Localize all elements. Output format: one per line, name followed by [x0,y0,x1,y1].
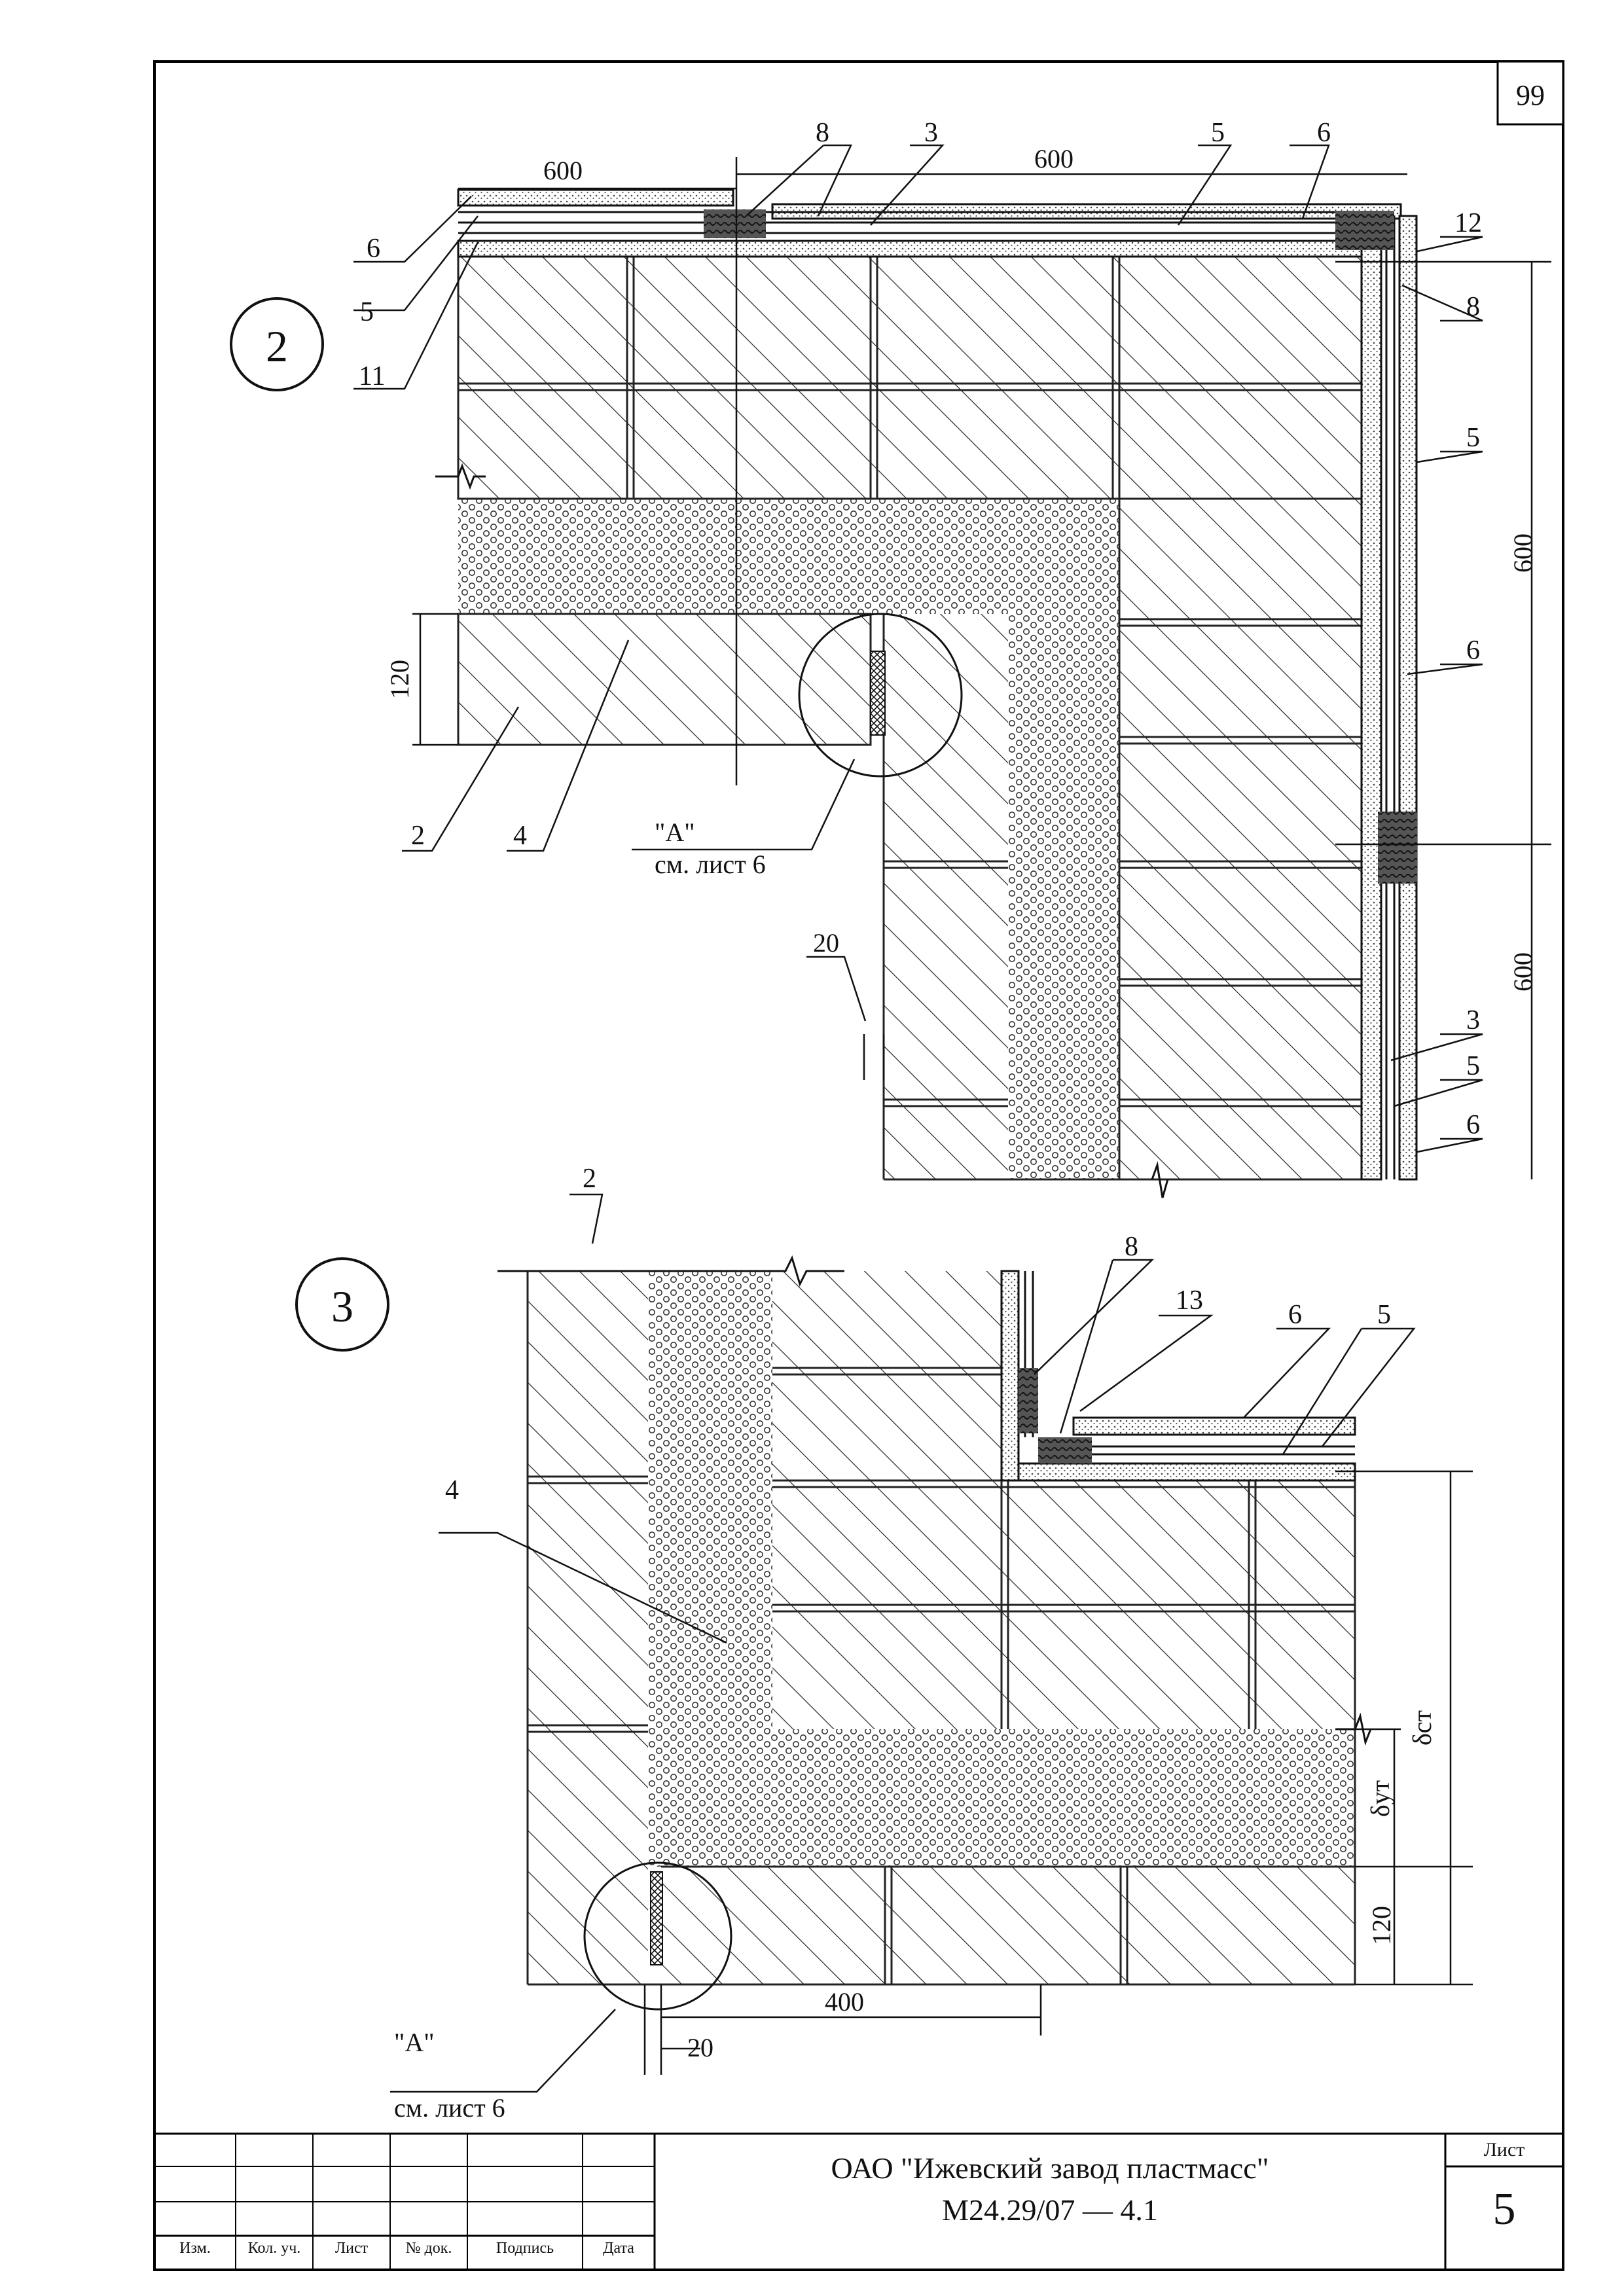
dim-right-upper: 600 [1508,533,1538,573]
callout-a-sheet: см. лист 6 [655,850,766,879]
label-5-right: 5 [1466,423,1480,453]
stamp-col-doc: № док. [405,2240,452,2257]
title-block [154,2132,1563,2270]
document-code: М24.29/07 — 4.1 [655,2193,1445,2227]
insulation-horizontal-3 [772,1729,1355,1867]
label-5-d3: 5 [1377,1300,1391,1330]
stamp-col-izm: Изм. [179,2240,211,2257]
wood-block-8 [704,209,766,238]
sheet-frame: 99 [153,60,1564,2271]
dim-right-lower: 600 [1508,952,1538,992]
label-5: 5 [360,297,374,327]
label-6: 6 [367,234,380,264]
facade-layers [457,188,1418,1181]
dim-lintel-120-3: 120 [1367,1906,1396,1945]
wood-block-corner [1335,211,1394,250]
label-6-bottom: 6 [1466,1110,1480,1140]
callout-a-ref-3: "А" [394,2028,435,2057]
masonry-left [528,1271,648,1984]
document-code-main: М24.29/07 [942,2193,1075,2227]
sheet-number: 5 [1492,2184,1516,2234]
detail-2: 2 600 600 600 600 120 20 "А" см. лист 6 [230,118,1551,1198]
masonry-right [1119,499,1362,1179]
masonry-inner [884,614,1008,1179]
label-8-d3: 8 [1125,1232,1138,1262]
masonry-top [458,257,1362,499]
label-11: 11 [359,361,385,391]
label-5-top: 5 [1211,118,1225,148]
stamp-col-date: Дата [603,2240,634,2257]
wood-block-vertical [1378,812,1417,884]
label-8: 8 [816,118,829,148]
detail-3-marker: 3 [331,1282,353,1331]
organization-name: ОАО "Ижевский завод пластмасс" [831,2151,1269,2185]
delta-insulation: δут [1365,1780,1395,1817]
dim-gap-20-3: 20 [687,2033,713,2062]
dim-top-left: 600 [543,156,583,185]
dim-top-right: 600 [1034,144,1074,173]
label-2: 2 [411,821,425,851]
callout-a-ref: "А" [655,817,695,847]
label-2-d3: 2 [583,1164,596,1194]
stamp-col-signature: Подпись [496,2240,554,2257]
page-number-box [1496,60,1564,126]
label-12: 12 [1454,208,1482,238]
dim-lintel-120: 120 [385,660,414,699]
label-6-top: 6 [1317,118,1331,148]
label-4-d3: 4 [445,1475,459,1505]
lintel-3 [661,1867,1355,1984]
delta-wall: δст [1407,1710,1437,1746]
facade-layers-3 [650,1270,1356,1965]
insulation-vertical [1008,614,1119,1179]
stamp-col-list: Лист [334,2240,369,2257]
lintel [458,614,871,745]
detail-2-marker: 2 [266,321,288,371]
mortar-joints [457,255,1363,1181]
insulation-horizontal [458,499,1119,614]
label-6-right: 6 [1466,636,1480,666]
label-6-d3: 6 [1288,1300,1302,1330]
callout-a-sheet-3: см. лист 6 [394,2093,505,2123]
label-4: 4 [513,821,527,851]
label-5-bottom: 5 [1466,1051,1480,1081]
label-8-right: 8 [1466,292,1480,322]
page-corner-number: 99 [1516,79,1545,111]
sheet-label: Лист [1483,2139,1525,2161]
dim-opening-400: 400 [825,1987,864,2017]
document-code-dash: — [1082,2193,1113,2227]
dim-gap-20: 20 [813,928,839,958]
label-3: 3 [924,118,938,148]
document-code-section: 4.1 [1120,2193,1158,2227]
masonry-upper [772,1271,1001,1729]
label-3-right: 3 [1466,1005,1480,1035]
insulation-vertical-3 [648,1271,772,1867]
stamp-col-kol-uch: Кол. уч. [247,2240,301,2257]
detail-3: 3 400 20 120 δст δут "А" см. лист 6 [295,1164,1473,2123]
label-13-d3: 13 [1176,1285,1203,1316]
